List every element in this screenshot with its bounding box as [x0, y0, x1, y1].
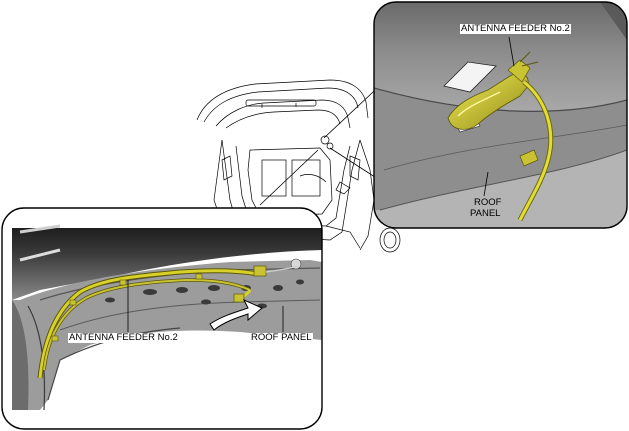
inset-feeder-label: ANTENNA FEEDER No.2 — [460, 23, 571, 34]
rotation-arrow-icon — [209, 298, 263, 331]
main-roof-label: ROOF PANEL — [250, 332, 313, 343]
detail-inset-main — [1, 207, 323, 430]
main-feeder-label: ANTENNA FEEDER No.2 — [68, 332, 179, 343]
inset-roof-label-line2: PANEL — [470, 208, 501, 219]
inset-roof-label-line1: ROOF — [474, 197, 502, 208]
location-markers — [320, 135, 334, 150]
detail-inset-top — [373, 1, 628, 229]
